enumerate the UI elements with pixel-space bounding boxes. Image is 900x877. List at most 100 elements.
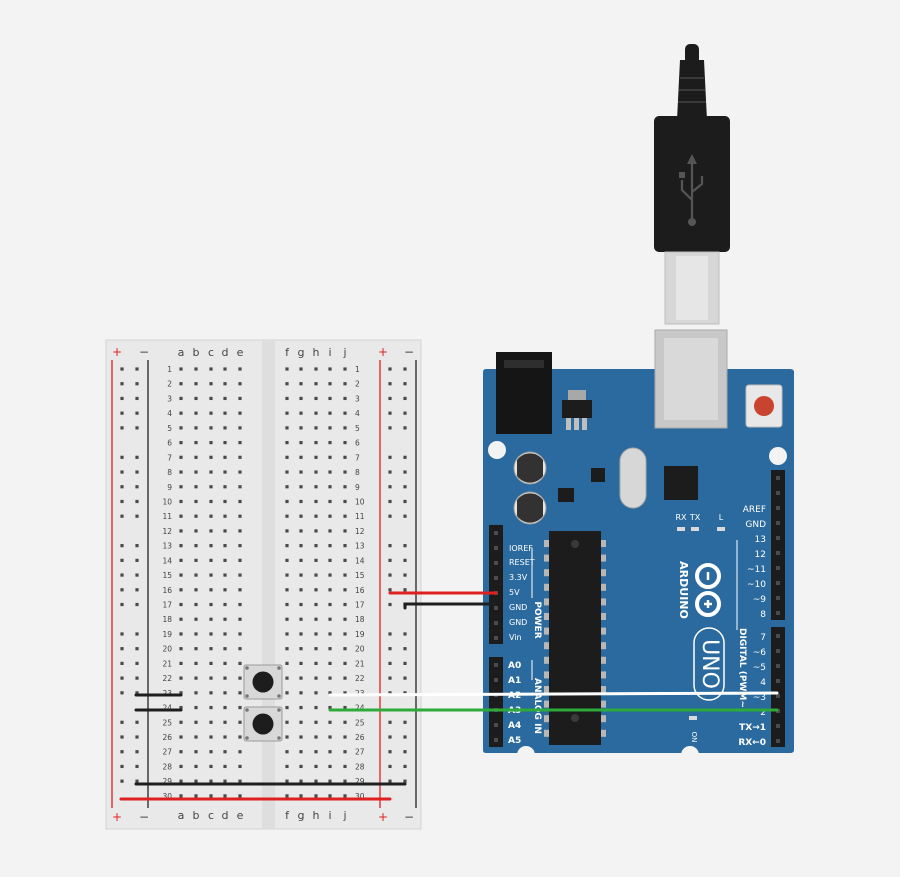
pin-label-6: ~6	[753, 648, 767, 658]
pin-label-tx1: TX→1	[739, 723, 766, 733]
rail-hole	[403, 514, 407, 518]
analog-header-title: ANALOG IN	[532, 678, 542, 734]
terminal-hole	[328, 573, 332, 577]
pin3-wire[interactable]	[328, 691, 779, 697]
header-pin-hole	[494, 576, 498, 580]
terminal-hole	[299, 441, 303, 445]
terminal-hole	[343, 764, 347, 769]
terminal-hole	[209, 617, 213, 621]
terminal-hole	[223, 779, 227, 783]
rail-hole	[120, 455, 124, 459]
terminal-hole	[299, 779, 303, 783]
terminal-hole	[223, 617, 227, 621]
terminal-hole	[238, 455, 242, 459]
rail-hole	[403, 499, 407, 504]
row-number: 11	[162, 512, 172, 521]
row-number: 7	[355, 453, 360, 462]
rail-hole	[388, 573, 392, 577]
pin-label-5v: 5V	[509, 588, 520, 597]
terminal-hole	[194, 558, 198, 562]
terminal-hole	[285, 441, 289, 445]
terminal-hole	[223, 647, 227, 651]
terminal-hole	[223, 676, 227, 680]
terminal-hole	[314, 661, 318, 665]
mcu-pin	[544, 656, 549, 664]
uno-logo-frame	[693, 627, 725, 701]
terminal-hole	[209, 396, 213, 401]
rail-hole	[135, 367, 139, 371]
mcu-pin	[544, 642, 549, 650]
terminal-hole	[299, 617, 303, 621]
arduino-uno-board[interactable]: RX TX L ON ARDUINO UNO POWER ANALOG IN D…	[483, 329, 794, 764]
rail-hole	[135, 573, 139, 577]
rail-hole	[403, 588, 407, 592]
terminal-hole	[194, 661, 198, 665]
gnd-wire[interactable]	[403, 602, 498, 610]
rail-hole	[135, 720, 139, 724]
analog-header[interactable]	[489, 657, 503, 747]
terminal-hole	[223, 602, 227, 607]
push-button-cap[interactable]	[252, 671, 274, 693]
usb-cable[interactable]	[654, 44, 730, 325]
rail-hole	[120, 750, 124, 754]
terminal-hole	[209, 661, 213, 665]
push-button-2[interactable]	[243, 706, 283, 742]
terminal-hole	[343, 676, 347, 680]
row-number: 11	[355, 512, 365, 521]
on-led	[689, 716, 697, 720]
reset-button[interactable]	[754, 396, 774, 416]
rail-hole	[403, 544, 407, 548]
terminal-hole	[328, 632, 332, 636]
rail-plus-label: +	[378, 810, 388, 824]
terminal-hole	[343, 485, 347, 489]
terminal-hole	[238, 794, 242, 798]
row-number: 9	[355, 483, 360, 492]
terminal-hole	[238, 470, 242, 474]
header-pin-hole	[494, 678, 498, 682]
terminal-hole	[179, 588, 183, 592]
terminal-hole	[238, 396, 242, 401]
terminal-hole	[299, 705, 303, 710]
digital-upper-header[interactable]	[771, 470, 785, 620]
terminal-hole	[194, 367, 198, 371]
digital-lower-header[interactable]	[771, 627, 785, 747]
terminal-hole	[194, 764, 198, 769]
terminal-hole	[209, 455, 213, 459]
push-button-1[interactable]	[243, 664, 283, 700]
terminal-hole	[328, 735, 332, 739]
terminal-hole	[179, 470, 183, 474]
terminal-hole	[285, 705, 289, 710]
mounting-hole	[769, 447, 787, 465]
header-pin-hole	[776, 581, 780, 585]
rail-hole	[120, 676, 124, 680]
row-number: 28	[162, 762, 172, 771]
terminal-hole	[179, 411, 183, 415]
power-header[interactable]	[489, 525, 503, 644]
terminal-hole	[299, 382, 303, 386]
terminal-hole	[194, 588, 198, 592]
push-button-cap[interactable]	[252, 713, 274, 735]
terminal-hole	[179, 691, 183, 695]
row-number: 13	[355, 542, 365, 551]
row-number: 18	[162, 615, 172, 624]
rail-hole	[388, 396, 392, 401]
terminal-hole	[223, 764, 227, 769]
terminal-hole	[179, 750, 183, 754]
terminal-hole	[238, 632, 242, 636]
terminal-hole	[238, 705, 242, 710]
usb-b-socket-inner	[664, 338, 718, 420]
arduino-logo	[695, 563, 721, 617]
terminal-hole	[223, 514, 227, 518]
connection-wires	[328, 591, 779, 712]
mcu-pin	[601, 554, 606, 562]
terminal-hole	[209, 529, 213, 533]
rail-hole	[388, 676, 392, 680]
terminal-hole	[299, 764, 303, 769]
rail-hole	[403, 396, 407, 401]
header-pin-hole	[776, 596, 780, 600]
terminal-hole	[343, 426, 347, 430]
rail-hole	[135, 455, 139, 459]
terminal-hole	[194, 779, 198, 783]
terminal-hole	[285, 661, 289, 665]
